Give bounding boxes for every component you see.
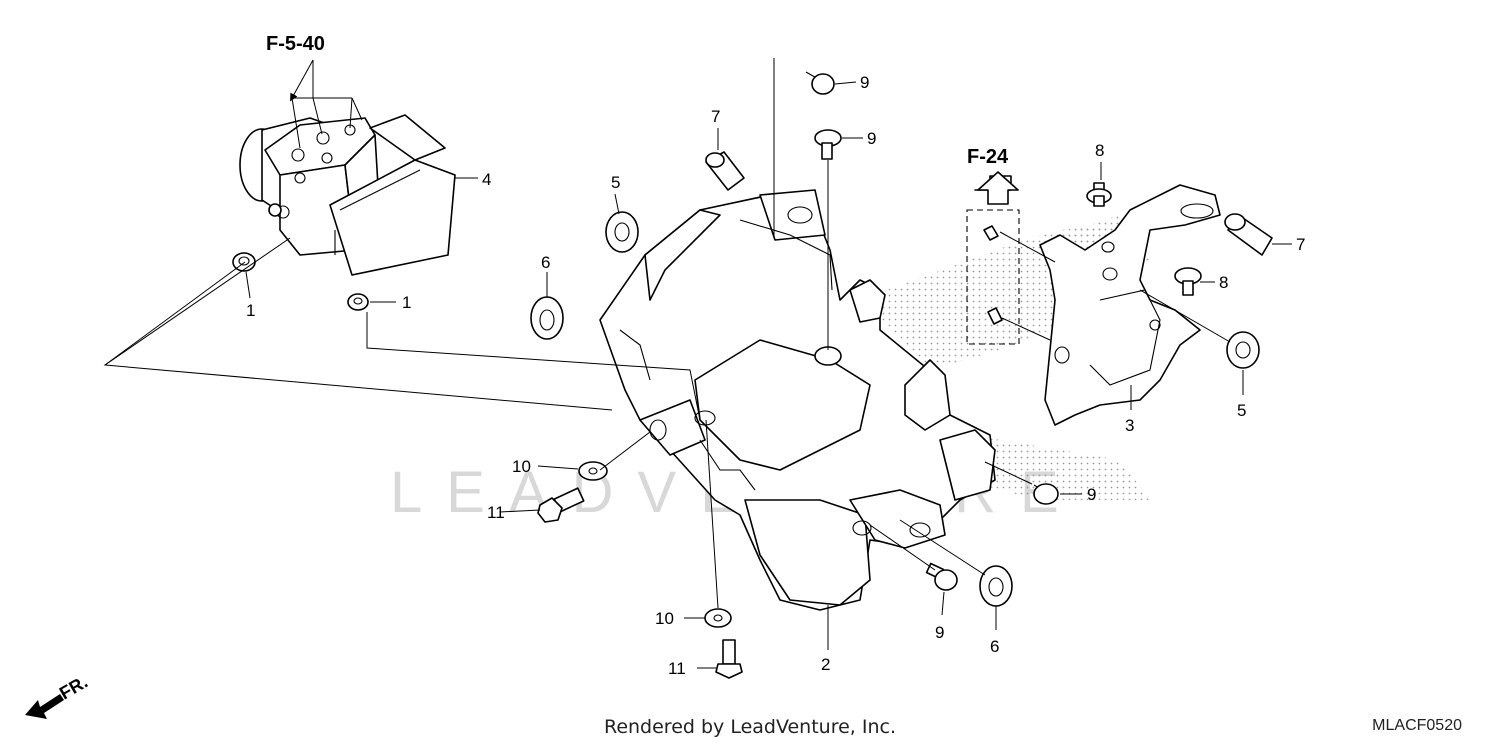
callout-bolt-bottom[interactable]: 9 [935, 623, 944, 642]
callout-collar-right[interactable]: 5 [1237, 401, 1246, 420]
abs-modulator[interactable] [239, 114, 456, 276]
callout-rubber-right[interactable]: 7 [1296, 235, 1305, 254]
grommet-bottom[interactable] [347, 293, 369, 311]
callouts: 1 1 2 3 4 5 5 6 6 7 7 8 8 9 9 9 9 10 10 … [246, 73, 1305, 678]
washer-bottom[interactable] [704, 608, 732, 628]
callout-flange-bolt-left[interactable]: 11 [487, 503, 505, 522]
callout-grommet-bottom[interactable]: 1 [402, 293, 411, 312]
callout-flange-bolt-bottom[interactable]: 11 [668, 659, 686, 678]
callout-washer-left[interactable]: 10 [512, 457, 531, 476]
callout-bolt-top[interactable]: 9 [860, 73, 869, 92]
callout-abs-modulator[interactable]: 4 [482, 170, 491, 189]
callout-bolt-f24-top[interactable]: 8 [1095, 141, 1104, 160]
ref-arrows-abs [290, 59, 363, 149]
flange-bolt-bottom[interactable] [715, 639, 743, 679]
callout-grommet-left[interactable]: 1 [246, 301, 255, 320]
side-bracket[interactable] [1039, 184, 1221, 426]
collar-right[interactable] [1226, 331, 1260, 369]
collar-top[interactable] [605, 211, 639, 253]
callout-bolt-f24-mid[interactable]: 8 [1219, 273, 1228, 292]
callout-abs-bracket[interactable]: 2 [821, 655, 830, 674]
bolt-bottom[interactable] [925, 562, 958, 591]
f24-ref-box [966, 171, 1020, 345]
diagram-code: MLACF0520 [1372, 717, 1462, 734]
callout-collar-top[interactable]: 5 [611, 173, 620, 192]
bolt-f24-mid[interactable] [1174, 267, 1202, 296]
bolt-upper[interactable] [814, 129, 842, 160]
ref-f-5-40[interactable]: F-5-40 [266, 33, 325, 55]
flange-bolt-left[interactable] [537, 487, 585, 523]
collar-bottom[interactable] [979, 565, 1013, 607]
callout-collar-mid[interactable]: 6 [541, 253, 550, 272]
rubber-mount-right[interactable] [1224, 213, 1273, 256]
collar-mid[interactable] [530, 296, 564, 340]
callout-bolt-upper[interactable]: 9 [867, 129, 876, 148]
abs-bracket[interactable] [599, 189, 996, 611]
rubber-mount-top[interactable] [705, 151, 745, 191]
washer-left[interactable] [578, 461, 608, 481]
callout-side-bracket[interactable]: 3 [1125, 416, 1134, 435]
bolt-right[interactable] [1033, 483, 1059, 505]
front-direction-arrow-icon: FR. [25, 672, 91, 719]
callout-rubber-top[interactable]: 7 [711, 107, 720, 126]
callout-bolt-right[interactable]: 9 [1087, 485, 1096, 504]
bolt-top[interactable] [805, 71, 835, 95]
bolt-f24-top[interactable] [1086, 182, 1112, 207]
ref-f-24[interactable]: F-24 [967, 146, 1009, 168]
callout-collar-bottom[interactable]: 6 [990, 637, 999, 656]
callout-washer-bottom[interactable]: 10 [655, 609, 674, 628]
leader-lines [103, 58, 1292, 669]
footer-credit: Rendered by LeadVenture, Inc. [603, 716, 897, 738]
